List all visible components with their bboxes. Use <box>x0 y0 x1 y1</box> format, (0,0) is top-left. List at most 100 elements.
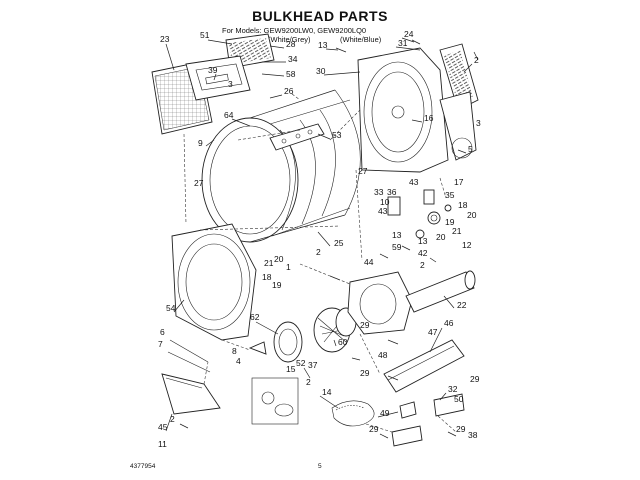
callout-29: 29 <box>369 424 379 434</box>
callout-15: 15 <box>286 364 296 374</box>
drum-baffle-part <box>269 123 325 151</box>
callout-27: 27 <box>358 166 368 176</box>
callout-4: 4 <box>236 356 241 366</box>
callout-13: 13 <box>392 230 402 240</box>
callout-43: 43 <box>378 206 388 216</box>
callout-39: 39 <box>208 65 218 75</box>
callout-26: 26 <box>284 86 294 96</box>
callout-44: 44 <box>364 257 374 267</box>
drum-part <box>201 89 361 243</box>
callout-35: 35 <box>445 190 455 200</box>
callout-30: 30 <box>316 66 326 76</box>
callout-54: 54 <box>166 303 176 313</box>
callout-9: 9 <box>198 138 203 148</box>
callout-23: 23 <box>160 34 170 44</box>
lint-duct-lower-part <box>383 339 465 393</box>
callout-36: 36 <box>387 187 397 197</box>
callout-18: 18 <box>262 272 272 282</box>
callout-33: 33 <box>374 187 384 197</box>
callout-21: 21 <box>264 258 274 268</box>
callout-59: 59 <box>392 242 402 252</box>
callout-27: 27 <box>194 178 204 188</box>
callout-12: 12 <box>462 240 472 250</box>
callout-19: 19 <box>445 217 455 227</box>
callout-37: 37 <box>308 360 318 370</box>
callout-13: 13 <box>318 40 328 50</box>
callout-32: 32 <box>448 384 458 394</box>
callout-14: 14 <box>322 387 332 397</box>
callout-51: 51 <box>200 30 210 40</box>
callout-29: 29 <box>456 424 466 434</box>
callout-38: 38 <box>468 430 478 440</box>
callout-50: 50 <box>454 394 464 404</box>
kickplate-part <box>161 373 221 415</box>
callout-1: 1 <box>286 262 291 272</box>
callout-60: 60 <box>338 337 348 347</box>
exhaust-duct-part <box>405 270 476 313</box>
callout-2: 2 <box>316 247 321 257</box>
callout-29: 29 <box>470 374 480 384</box>
assembly-guide-lines <box>183 93 457 433</box>
models-text: For Models: GEW9200LW0, GEW9200LQ0 <box>222 26 367 35</box>
rear-bulkhead-part <box>357 47 449 173</box>
callout-42: 42 <box>418 248 428 258</box>
callout-53: 53 <box>332 130 342 140</box>
callout-2: 2 <box>420 260 425 270</box>
callout-28: 28 <box>286 39 296 49</box>
callout-3: 3 <box>476 118 481 128</box>
parts-kit-box <box>251 377 299 425</box>
callout-10: 10 <box>380 197 390 207</box>
callout-20: 20 <box>467 210 477 220</box>
bracket-hardware-part <box>391 393 465 447</box>
blower-wheel-part <box>273 307 357 363</box>
callout-6: 6 <box>160 327 165 337</box>
callout-49: 49 <box>380 408 390 418</box>
callout-11: 11 <box>158 439 167 449</box>
document-number: 4377954 <box>130 463 156 470</box>
callout-3: 3 <box>228 79 233 89</box>
support-rods-part <box>167 339 267 373</box>
callout-29: 29 <box>360 320 370 330</box>
page-title: BULKHEAD PARTS <box>252 8 388 24</box>
variant-grey: (White/Grey) <box>268 35 311 44</box>
page-number: 5 <box>318 463 322 470</box>
blower-housing-part <box>347 271 413 335</box>
heater-duct-part <box>439 91 477 161</box>
callout-2: 2 <box>474 55 479 65</box>
callout-48: 48 <box>378 350 388 360</box>
callout-20: 20 <box>274 254 284 264</box>
callout-8: 8 <box>232 346 237 356</box>
callout-18: 18 <box>458 200 468 210</box>
callout-24: 24 <box>404 29 414 39</box>
callout-16: 16 <box>424 113 434 123</box>
callout-52: 52 <box>296 358 306 368</box>
callout-29: 29 <box>360 368 370 378</box>
callout-5: 5 <box>468 144 473 154</box>
callout-45: 45 <box>158 422 168 432</box>
callout-62: 62 <box>250 312 260 322</box>
drive-belt-part <box>331 400 375 427</box>
models-line: For Models: GEW9200LW0, GEW9200LQ0 (Whit… <box>222 26 366 44</box>
callout-21: 21 <box>452 226 462 236</box>
front-bulkhead-part <box>171 223 257 341</box>
thermostat-bracket-part <box>387 189 452 239</box>
callout-2: 2 <box>306 377 311 387</box>
callout-25: 25 <box>334 238 344 248</box>
variant-blue: (White/Blue) <box>340 35 382 44</box>
callout-leaders <box>165 37 473 432</box>
callout-2: 2 <box>170 414 175 424</box>
callout-13: 13 <box>418 236 428 246</box>
lint-duct-part <box>185 55 251 101</box>
callout-31: 31 <box>398 38 408 48</box>
callout-47: 47 <box>428 327 438 337</box>
callout-58: 58 <box>286 69 296 79</box>
callout-64: 64 <box>224 110 234 120</box>
callout-7: 7 <box>158 339 163 349</box>
callout-20: 20 <box>436 232 446 242</box>
callout-34: 34 <box>288 54 298 64</box>
callout-17: 17 <box>454 177 464 187</box>
callout-22: 22 <box>457 300 467 310</box>
callout-46: 46 <box>444 318 454 328</box>
